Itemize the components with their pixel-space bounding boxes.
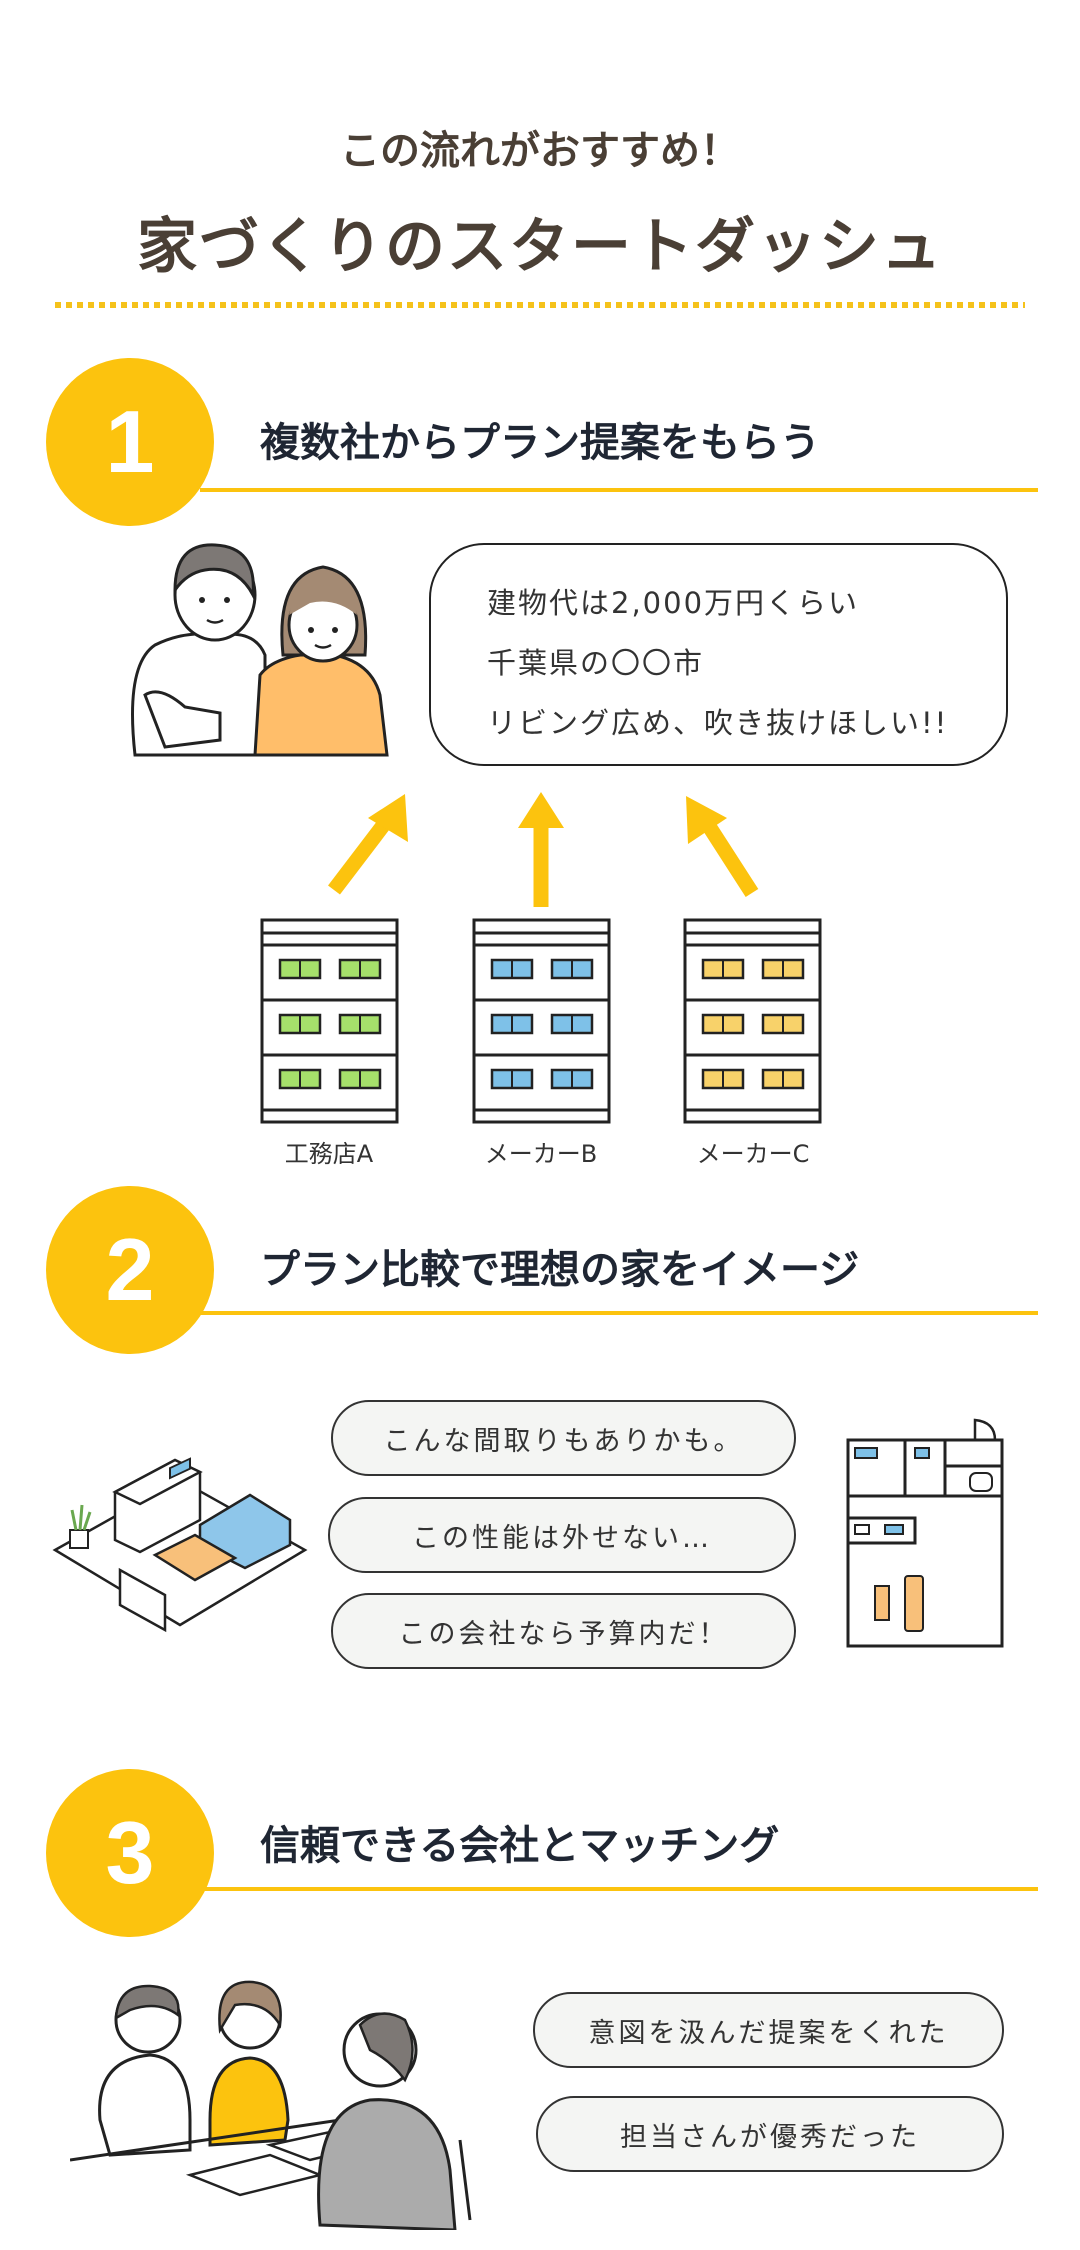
meeting-illustration bbox=[70, 1980, 472, 2230]
living-room-illustration bbox=[52, 1457, 308, 1633]
step1-number-badge: 1 bbox=[46, 358, 214, 526]
step3-number-badge: 3 bbox=[46, 1769, 214, 1937]
request-line: リビング広め、吹き抜けほしい!! bbox=[487, 706, 949, 740]
step1-underline bbox=[200, 488, 1038, 492]
comment-bubble: 意図を汲んだ提案をくれた bbox=[533, 1992, 1004, 2068]
company-building bbox=[260, 918, 399, 1124]
step3-heading: 信頼できる会社とマッチング bbox=[260, 1823, 780, 1869]
proposal-arrows bbox=[328, 792, 759, 907]
comment-bubble: 担当さんが優秀だった bbox=[536, 2096, 1004, 2172]
couple-illustration bbox=[131, 543, 389, 757]
company-building bbox=[683, 918, 822, 1124]
step2-heading: プラン比較で理想の家をイメージ bbox=[260, 1247, 860, 1293]
step2-number-badge: 2 bbox=[46, 1186, 214, 1354]
dotted-divider bbox=[55, 302, 1025, 308]
request-line: 建物代は2,000万円くらい bbox=[487, 586, 860, 620]
company-label: 工務店A bbox=[284, 1140, 374, 1168]
step3-underline bbox=[200, 1887, 1038, 1891]
company-label: メーカーC bbox=[696, 1140, 810, 1168]
comment-bubble: この会社なら予算内だ！ bbox=[331, 1593, 796, 1669]
request-speech-box: 建物代は2,000万円くらい 千葉県の〇〇市 リビング広め、吹き抜けほしい!! bbox=[429, 543, 1008, 766]
subtitle: この流れがおすすめ！ bbox=[340, 128, 740, 174]
request-line: 千葉県の〇〇市 bbox=[487, 646, 705, 680]
floor-plan-illustration bbox=[846, 1418, 1004, 1648]
comment-bubble: この性能は外せない… bbox=[328, 1497, 796, 1573]
company-label: メーカーB bbox=[484, 1140, 598, 1168]
comment-bubble: こんな間取りもありかも。 bbox=[331, 1400, 796, 1476]
page-title: 家づくりのスタートダッシュ bbox=[137, 212, 943, 282]
step2-underline bbox=[200, 1311, 1038, 1315]
arrow-left-icon bbox=[328, 818, 391, 895]
company-buildings bbox=[260, 918, 822, 1124]
step1-heading: 複数社からプラン提案をもらう bbox=[260, 420, 820, 466]
arrow-right-icon bbox=[698, 815, 759, 898]
company-building bbox=[472, 918, 611, 1124]
